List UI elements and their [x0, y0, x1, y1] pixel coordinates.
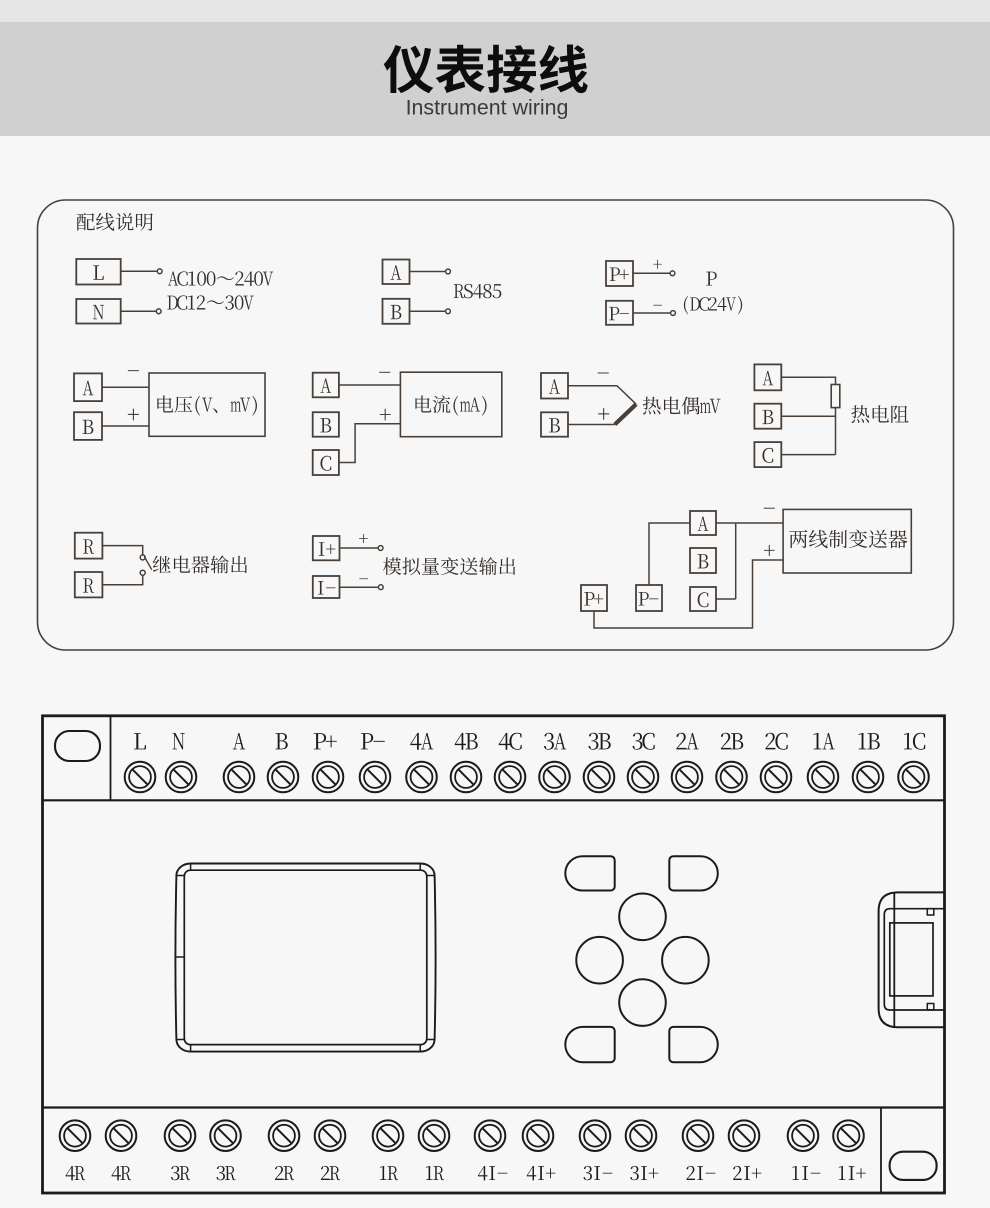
svg-text:Instrument wiring: Instrument wiring — [406, 96, 569, 120]
